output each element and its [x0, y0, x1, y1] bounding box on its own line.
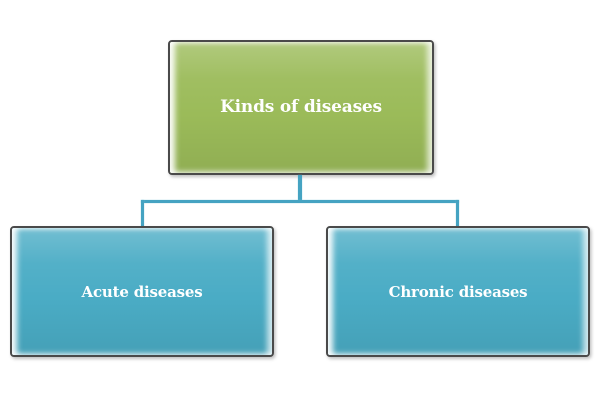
connector-drop-right — [456, 200, 459, 226]
node-label-kinds-of-diseases: Kinds of diseases — [220, 97, 382, 118]
node-label-acute-diseases: Acute diseases — [81, 282, 203, 301]
connector-horizontal — [141, 200, 459, 203]
node-chronic-diseases[interactable]: Chronic diseases — [326, 226, 590, 357]
node-acute-diseases[interactable]: Acute diseases — [10, 226, 274, 357]
connector-drop-left — [141, 200, 144, 226]
connector-root-stem — [298, 175, 302, 202]
node-label-chronic-diseases: Chronic diseases — [388, 282, 528, 301]
node-kinds-of-diseases[interactable]: Kinds of diseases — [168, 40, 434, 175]
